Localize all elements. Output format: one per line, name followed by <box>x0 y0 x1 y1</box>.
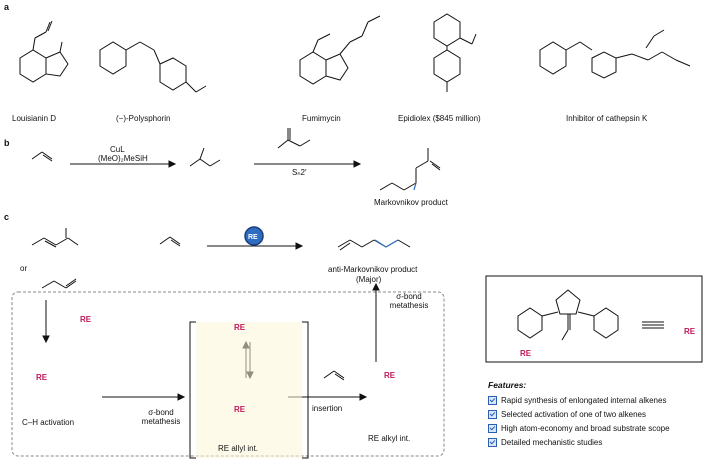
re-label-4: RE <box>234 405 246 414</box>
feature-text-2: Selected activation of one of two alkene… <box>501 410 646 419</box>
features-title: Features: <box>488 380 527 390</box>
checkbox-icon <box>488 424 497 433</box>
panel-a-label: a <box>4 2 10 12</box>
panel-b-label: b <box>4 138 10 148</box>
structure-polysphorin <box>99 41 207 93</box>
re-catalyst-icon <box>244 226 264 246</box>
compound-name-louisianin: Louisianin D <box>12 114 57 123</box>
sigma-metathesis-label-1: σ-bond metathesis <box>141 408 181 426</box>
compound-name-cathepsin-inhibitor: Inhibitor of cathepsin K <box>566 114 648 123</box>
structure-fumimycin <box>299 15 381 85</box>
re-label-3: RE <box>234 323 246 332</box>
reagent-silane: (MeO)₂MeSiH <box>98 154 148 163</box>
structure-cathepsin-inhibitor <box>539 29 691 79</box>
reagent-cul: CuL <box>110 145 125 154</box>
panel-c-label: c <box>4 212 10 222</box>
insertion-label: insertion <box>312 404 343 413</box>
checkbox-icon <box>488 396 497 405</box>
or-label: or <box>20 264 28 273</box>
feature-text-4: Detailed mechanistic studies <box>501 438 603 447</box>
ch-activation-label: C–H activation <box>22 418 75 427</box>
feature-item-4: Detailed mechanistic studies <box>488 438 602 447</box>
sigma-metathesis-label-2: σ-bond metathesis <box>389 292 429 310</box>
compound-name-polysphorin: (−)-Polysphorin <box>116 114 171 123</box>
compound-name-epidiolex: Epidiolex ($845 million) <box>398 114 481 123</box>
checkbox-icon <box>488 438 497 447</box>
anti-markovnikov-label: anti-Markovnikov product <box>328 265 418 274</box>
panel-c-top-scheme <box>31 228 411 289</box>
panel-b-scheme <box>31 128 441 191</box>
ligand-box <box>485 275 703 363</box>
re-catalyst-label: RE <box>248 234 258 241</box>
feature-text-3: High atom-economy and broad substrate sc… <box>501 424 670 433</box>
re-allyl-label: RE allyl int. <box>218 444 259 453</box>
compound-name-fumimycin: Fumimycin <box>302 114 341 123</box>
feature-item-3: High atom-economy and broad substrate sc… <box>488 424 670 433</box>
re-alkyl-label: RE alkyl int. <box>368 434 411 443</box>
feature-text-1: Rapid synthesis of enlongated internal a… <box>501 396 667 405</box>
re-label-2: RE <box>36 373 48 382</box>
checkbox-icon <box>488 410 497 419</box>
major-label: (Major) <box>356 275 382 284</box>
feature-item-2: Selected activation of one of two alkene… <box>488 410 646 419</box>
structure-epidiolex <box>433 13 477 92</box>
sn2-label: Sₙ2′ <box>292 168 307 177</box>
markovnikov-label: Markovnikov product <box>374 198 448 207</box>
re-label-5: RE <box>384 371 396 380</box>
re-label-6: RE <box>520 349 532 358</box>
re-label-7: RE <box>684 327 696 336</box>
structure-louisianin-d <box>19 20 69 83</box>
re-label-1: RE <box>80 315 92 324</box>
feature-item-1: Rapid synthesis of enlongated internal a… <box>488 396 666 405</box>
